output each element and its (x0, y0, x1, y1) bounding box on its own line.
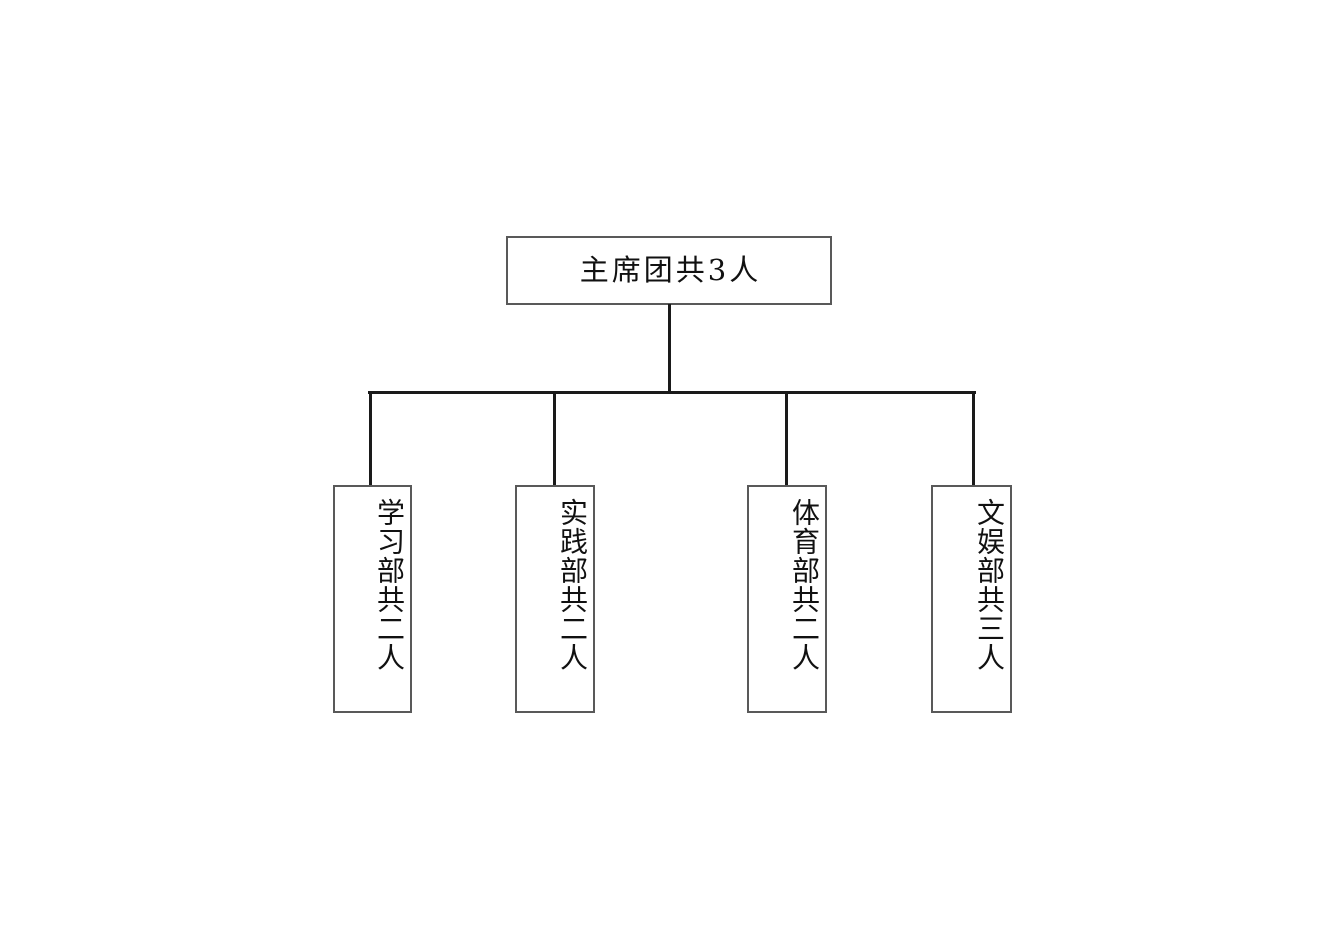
org-node-learning-label: 学习部共二人 (373, 498, 406, 672)
org-node-root-label: 主席团共3人 (579, 253, 762, 287)
org-node-entertainment-label: 文娱部共三人 (973, 498, 1006, 672)
org-node-practice[interactable]: 实践部共二人 (515, 485, 595, 713)
org-node-practice-label: 实践部共二人 (556, 498, 589, 672)
connector-drop-learning (369, 391, 372, 486)
org-node-sports[interactable]: 体育部共二人 (747, 485, 827, 713)
connector-drop-practice (553, 391, 556, 486)
org-node-root[interactable]: 主席团共3人 (506, 236, 832, 305)
connector-drop-sports (785, 391, 788, 486)
org-node-learning[interactable]: 学习部共二人 (333, 485, 412, 713)
connector-drop-entertainment (972, 391, 975, 486)
connector-horizontal-bus (368, 391, 976, 394)
org-node-sports-label: 体育部共二人 (788, 498, 821, 672)
org-node-entertainment[interactable]: 文娱部共三人 (931, 485, 1012, 713)
connector-root-stem (668, 304, 671, 393)
